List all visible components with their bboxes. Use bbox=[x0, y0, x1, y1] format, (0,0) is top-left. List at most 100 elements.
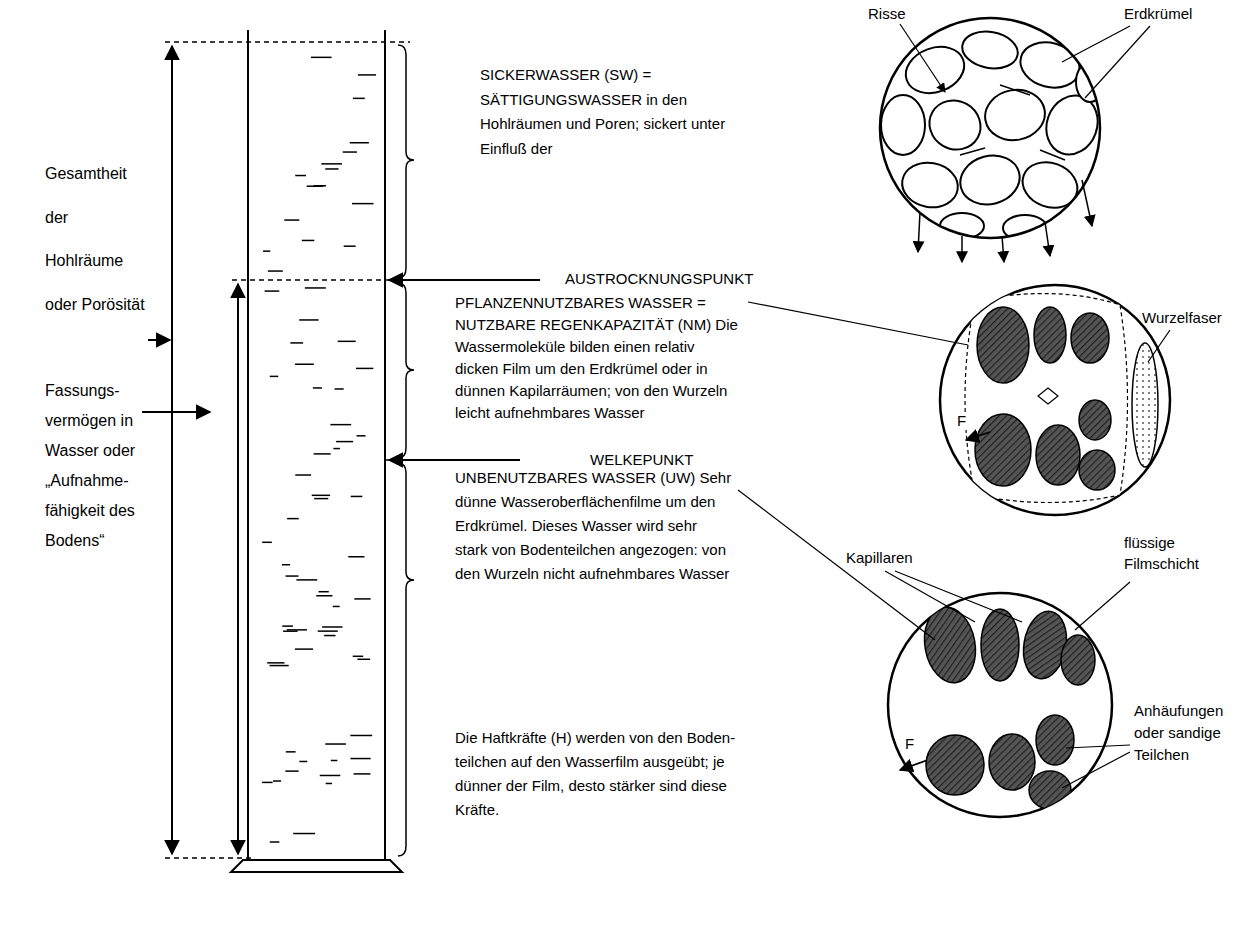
circle-outline bbox=[880, 18, 1170, 817]
water-dashes bbox=[273, 780, 281, 782]
leader-line bbox=[1062, 26, 1130, 62]
water-dashes bbox=[262, 542, 272, 544]
water-dashes bbox=[358, 74, 376, 76]
part-label: Wurzelfaser bbox=[1142, 308, 1242, 327]
water-dashes bbox=[350, 758, 370, 760]
level-label: AUSTROCKNUNGSPUNKT bbox=[565, 269, 785, 288]
water-film bbox=[1079, 400, 1111, 440]
water-dashes bbox=[287, 629, 307, 631]
sandy-particles bbox=[919, 603, 1095, 809]
side-label: Fassungs- vermögen in Wasser oder „Aufna… bbox=[45, 376, 141, 556]
water-dashes bbox=[314, 453, 331, 455]
water-dashes bbox=[344, 245, 356, 247]
soil-crumbs bbox=[1016, 155, 1084, 215]
leader-line bbox=[738, 24, 1170, 788]
soil-crumbs bbox=[920, 91, 989, 159]
soil-crumbs bbox=[960, 85, 1065, 160]
water-dashes bbox=[353, 656, 363, 658]
water-dashes bbox=[299, 319, 318, 321]
water-dashes bbox=[350, 142, 369, 144]
water-dashes bbox=[283, 630, 298, 632]
water-dashes bbox=[352, 203, 373, 205]
water-film bbox=[1038, 388, 1058, 404]
water-dashes bbox=[305, 287, 326, 289]
water-dashes bbox=[333, 606, 340, 608]
water-dashes bbox=[295, 175, 306, 177]
water-dashes bbox=[316, 595, 332, 597]
soil-crumbs bbox=[881, 95, 925, 155]
leader-line bbox=[748, 302, 968, 345]
seepage-arrow bbox=[918, 180, 1092, 262]
water-dashes bbox=[293, 833, 315, 835]
water-film bbox=[1071, 313, 1109, 363]
water-dashes bbox=[295, 363, 314, 365]
water-dashes bbox=[351, 496, 363, 498]
brace bbox=[398, 45, 414, 856]
water-film bbox=[975, 414, 1031, 486]
water-dashes bbox=[321, 163, 342, 165]
water-film bbox=[1079, 450, 1115, 490]
force-arrow bbox=[900, 432, 990, 770]
water-dashes bbox=[270, 376, 278, 378]
water-film bbox=[1036, 425, 1080, 485]
water-dashes bbox=[290, 342, 303, 344]
water-dashes bbox=[350, 735, 372, 737]
circle-outline bbox=[880, 18, 1100, 238]
cylinder bbox=[231, 30, 402, 872]
water-dashes bbox=[286, 751, 296, 753]
water-dashes bbox=[338, 341, 356, 343]
water-dashes bbox=[311, 57, 332, 59]
circle-outline bbox=[940, 285, 1170, 515]
part-label: Kapillaren bbox=[846, 548, 936, 567]
water-dashes bbox=[285, 770, 298, 772]
level-line bbox=[165, 42, 410, 858]
water-dashes bbox=[286, 575, 299, 577]
water-dashes bbox=[333, 448, 340, 450]
part-label: flüssige Filmschicht bbox=[1124, 532, 1224, 574]
water-film bbox=[965, 294, 1128, 503]
water-dashes bbox=[270, 841, 280, 843]
water-dashes bbox=[325, 743, 346, 745]
note-text: Die Haftkräfte (H) werden von den Boden-… bbox=[455, 726, 737, 822]
level-line bbox=[232, 279, 410, 281]
water-dashes bbox=[296, 579, 317, 581]
leader-line bbox=[1075, 582, 1130, 630]
water-dashes bbox=[282, 625, 293, 627]
water-dashes bbox=[284, 219, 299, 221]
water-dashes bbox=[336, 441, 353, 443]
cylinder bbox=[231, 860, 402, 872]
leader-line bbox=[895, 571, 1022, 622]
dimension-arrow bbox=[237, 284, 239, 854]
water-dashes bbox=[356, 368, 373, 370]
water-film bbox=[975, 307, 1115, 490]
dimension-arrow bbox=[148, 339, 170, 341]
water-dashes bbox=[267, 662, 284, 664]
brace bbox=[398, 45, 414, 278]
water-film bbox=[977, 307, 1029, 383]
leader-line bbox=[885, 571, 975, 622]
zone-description: UNBENUTZBARES WASSER (UW) Sehr dünne Was… bbox=[455, 466, 733, 586]
sandy-particles bbox=[989, 734, 1035, 790]
water-dashes bbox=[320, 775, 341, 777]
water-dashes bbox=[307, 185, 324, 187]
water-dashes bbox=[314, 498, 328, 500]
water-film bbox=[1034, 307, 1066, 363]
sandy-particles bbox=[1061, 635, 1095, 685]
cylinder bbox=[247, 30, 249, 860]
leader-line bbox=[1085, 26, 1150, 98]
zone-description: PFLANZENNUTZBARES WASSER = NUTZBARE REGE… bbox=[455, 292, 740, 424]
cylinder bbox=[384, 30, 386, 860]
leader-line bbox=[738, 490, 935, 640]
water-dashes bbox=[262, 782, 273, 784]
soil-crumbs bbox=[955, 149, 1025, 211]
soil-crumbs bbox=[899, 158, 962, 211]
water-dashes bbox=[295, 474, 311, 476]
level-line bbox=[165, 857, 255, 859]
water-film bbox=[965, 294, 1158, 503]
brace bbox=[398, 463, 414, 856]
zone-description: SICKERWASSER (SW) = SÄTTIGUNGSWASSER in … bbox=[480, 63, 730, 161]
water-dashes bbox=[265, 290, 280, 292]
soil-crumbs bbox=[899, 39, 970, 101]
water-dashes bbox=[319, 591, 329, 593]
